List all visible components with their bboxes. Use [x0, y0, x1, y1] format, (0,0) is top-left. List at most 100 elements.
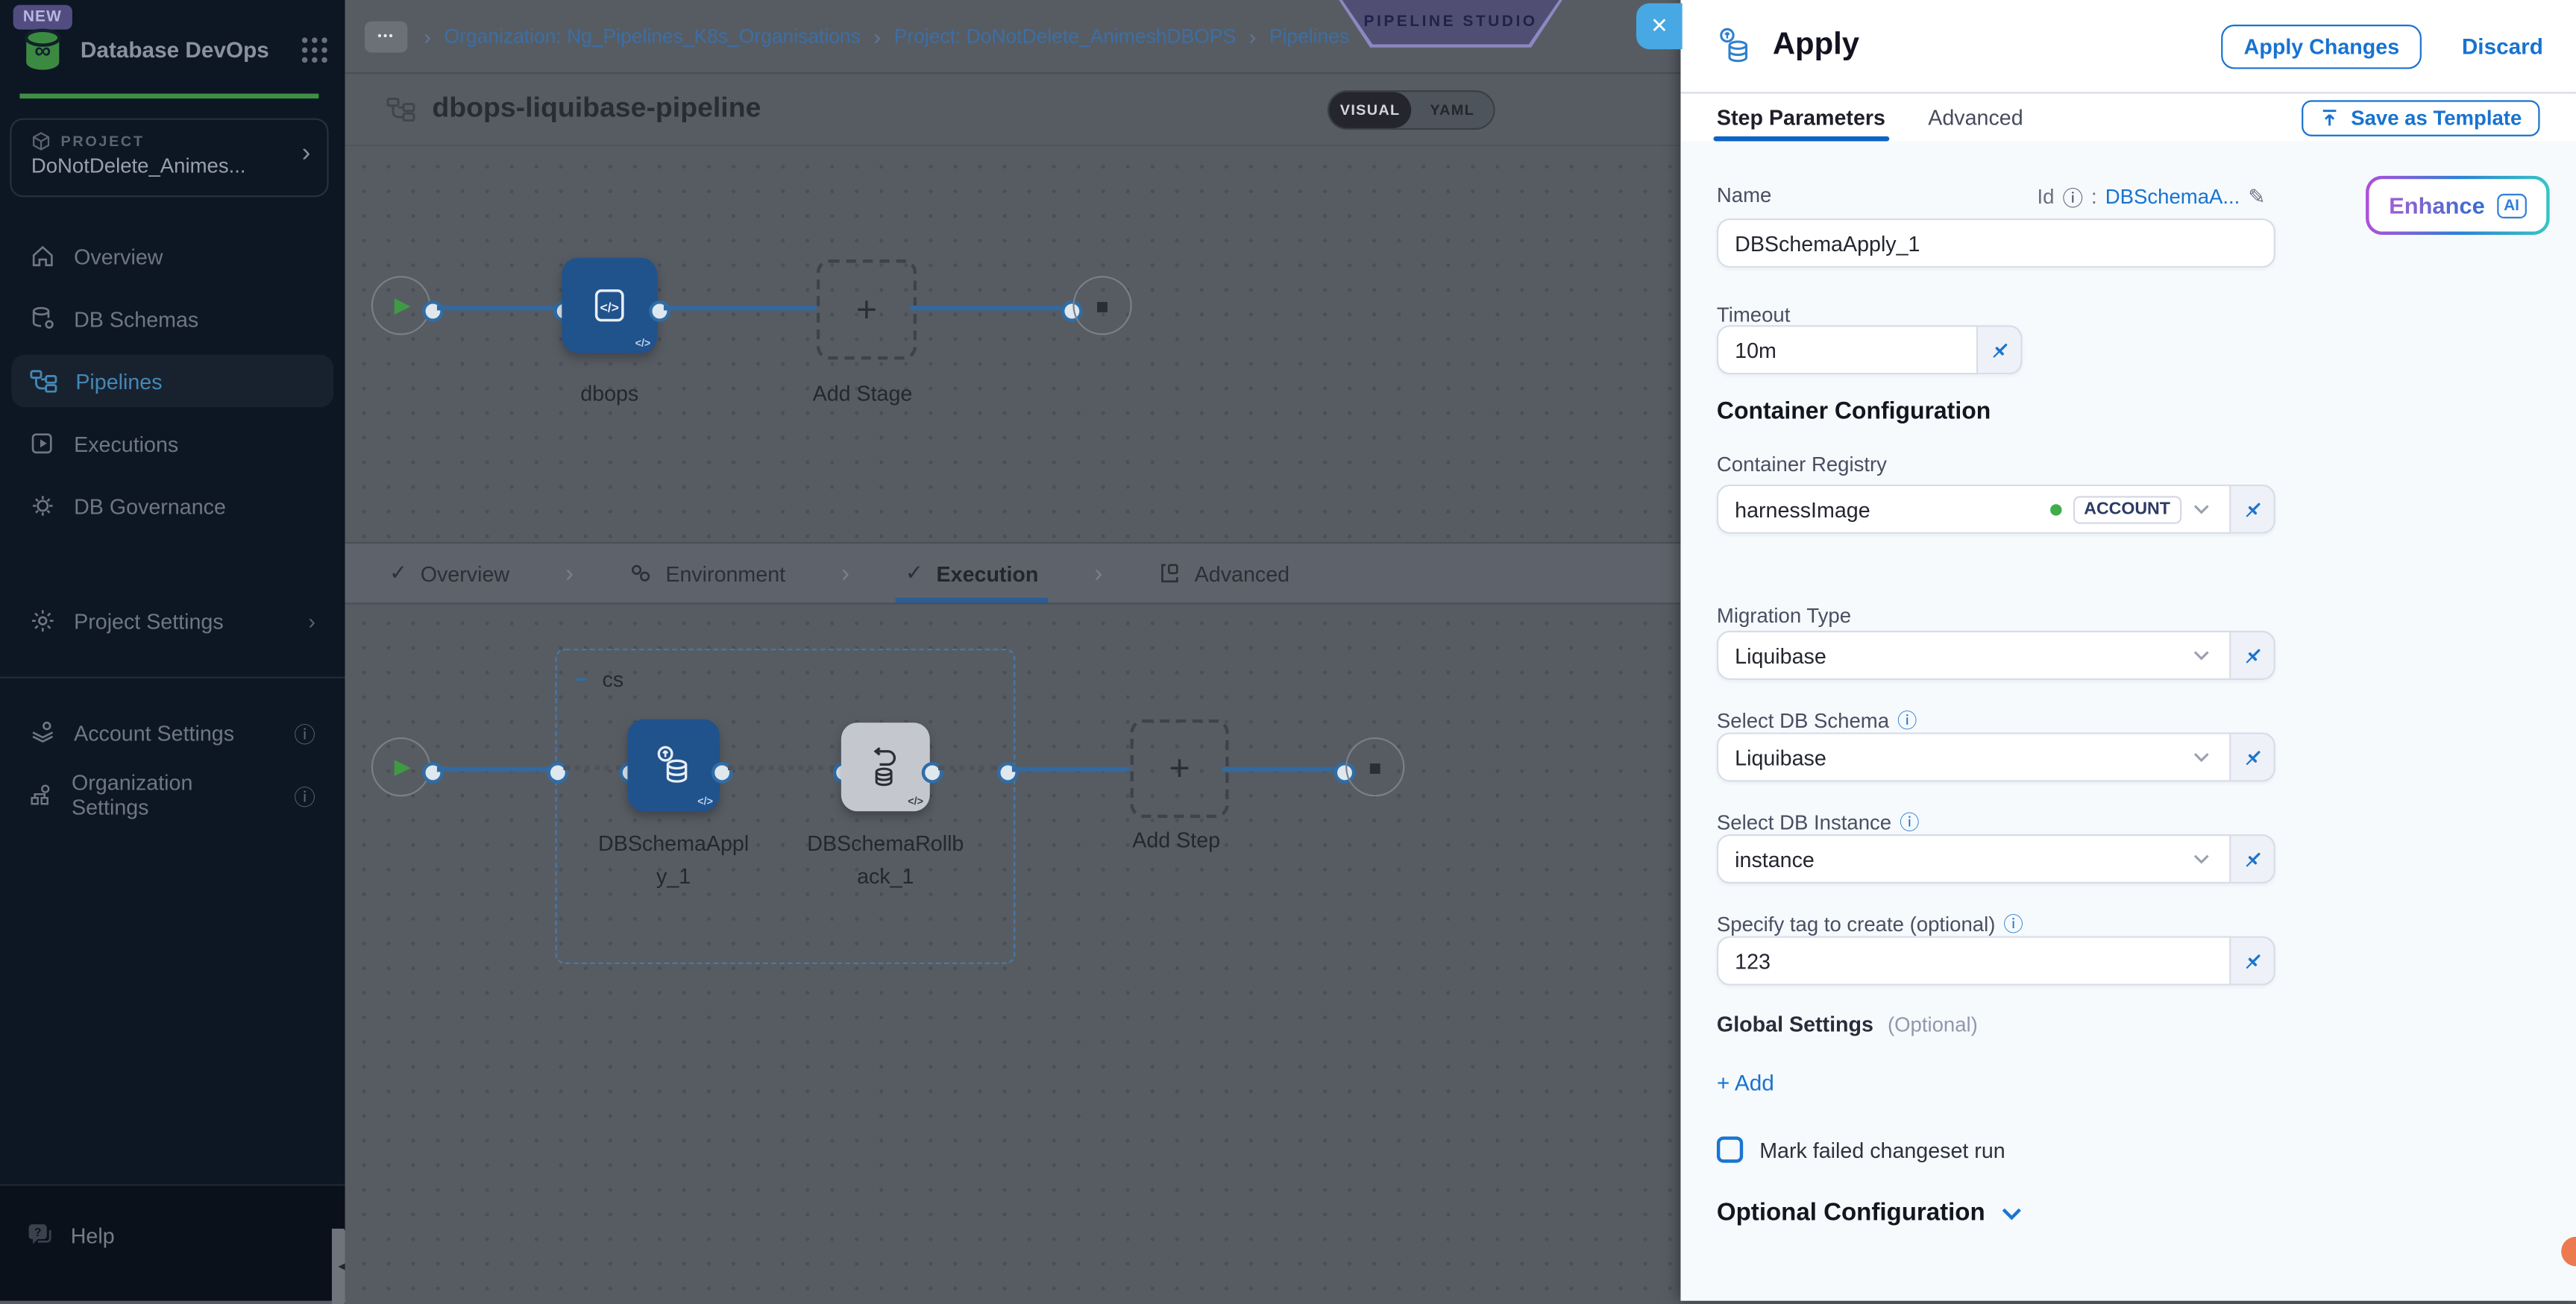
name-label: Name — [1716, 183, 1772, 207]
db-rollback-icon — [873, 747, 896, 787]
new-badge: NEW — [13, 4, 72, 30]
breadcrumb: › Organization: Ng_Pipelines_K8s_Organis… — [424, 24, 1349, 48]
tab-execution[interactable]: ✓ Execution — [895, 544, 1049, 603]
timeout-label: Timeout — [1716, 303, 1791, 327]
migration-type-label: Migration Type — [1716, 604, 1852, 628]
step-node-dbschemarollback[interactable]: </> — [841, 722, 930, 812]
project-eyebrow-label: PROJECT — [60, 133, 145, 150]
add-step-button[interactable]: + — [1130, 719, 1229, 818]
panel-tabs: Step Parameters Advanced Save as Templat… — [1680, 94, 2576, 142]
db-instance-select[interactable]: instance — [1716, 834, 2275, 884]
floating-helper-button[interactable] — [2561, 1236, 2576, 1267]
step-id-row: Id ⓘ : DBSchemaA... ✎ — [2037, 180, 2265, 212]
global-settings-label: Global Settings (Optional) — [1716, 1011, 1978, 1036]
connector-line — [663, 305, 817, 310]
name-input[interactable] — [1735, 230, 2258, 256]
connector-line — [436, 766, 556, 772]
step-id-value[interactable]: DBSchemaA... — [2105, 184, 2240, 208]
connector-line — [436, 305, 562, 310]
code-badge: </> — [635, 338, 651, 350]
sidebar-item-project-settings[interactable]: Project Settings › — [11, 594, 333, 646]
check-icon: ✓ — [905, 560, 923, 585]
tab-panel-advanced[interactable]: Advanced — [1928, 104, 2023, 130]
step-node-dbschemaapply[interactable]: </> — [627, 719, 720, 812]
stage-label[interactable]: dbops — [580, 381, 639, 406]
pin-button[interactable] — [2231, 732, 2275, 782]
sidebar-item-overview[interactable]: Overview — [11, 230, 333, 282]
pin-button[interactable] — [2231, 484, 2275, 534]
toggle-visual[interactable]: VISUAL — [1329, 92, 1412, 128]
product-title: Database DevOps — [80, 37, 269, 62]
help-button[interactable]: ? Help — [26, 1222, 345, 1248]
collapse-left-icon: ◀ — [338, 1261, 348, 1273]
tag-label: Specify tag to create (optional) ⓘ — [1717, 910, 2023, 937]
step-config-panel: Apply Apply Changes Discard Step Paramet… — [1680, 0, 2576, 1301]
sidebar-item-executions[interactable]: Executions — [11, 418, 333, 470]
enhance-ai-button[interactable]: Enhance AI — [2366, 176, 2549, 235]
tag-input[interactable] — [1735, 948, 2214, 974]
sidebar-item-organization-settings[interactable]: Organization Settings ⓘ — [11, 769, 333, 821]
save-as-template-button[interactable]: Save as Template — [2302, 99, 2540, 136]
migration-type-select[interactable]: Liquibase — [1716, 630, 2275, 680]
pin-button[interactable] — [2231, 630, 2275, 680]
project-selector[interactable]: PROJECT DoNotDelete_Animes... › — [10, 118, 329, 198]
governance-gear-icon — [33, 496, 53, 516]
step-label-dbschemaapply[interactable]: DBSchemaApply_1 — [598, 831, 750, 889]
connector-line — [910, 305, 1062, 310]
discard-button[interactable]: Discard — [2461, 34, 2543, 59]
breadcrumb-pipelines[interactable]: Pipelines — [1269, 25, 1350, 48]
stage-node-dbops[interactable]: </> </> — [562, 257, 658, 353]
tab-advanced[interactable]: Advanced — [1158, 544, 1289, 602]
cube-icon — [33, 132, 50, 151]
breadcrumb-organization[interactable]: Organization: Ng_Pipelines_K8s_Organisat… — [444, 25, 861, 48]
dotted-connector-line — [727, 764, 837, 770]
group-name[interactable]: cs — [602, 667, 624, 692]
db-schema-select[interactable]: Liquibase — [1716, 732, 2275, 782]
sidebar-nav-secondary: Account Settings ⓘ Organization Settings… — [11, 706, 333, 831]
edit-pencil-icon[interactable]: ✎ — [777, 94, 797, 121]
timeout-input[interactable] — [1735, 337, 1960, 362]
breadcrumb-ellipsis-button[interactable]: ••• — [365, 20, 408, 52]
mark-failed-checkbox[interactable] — [1716, 1136, 1744, 1163]
tab-environment[interactable]: Environment — [629, 544, 785, 602]
container-registry-field-group[interactable]: harnessImage ACCOUNT — [1716, 484, 2275, 534]
optional-configuration-toggle[interactable]: Optional Configuration — [1717, 1199, 2023, 1226]
sidebar-item-db-governance[interactable]: DB Governance — [11, 479, 333, 532]
mark-failed-changeset-row[interactable]: Mark failed changeset run — [1716, 1136, 2005, 1163]
plus-icon: + — [855, 288, 878, 330]
pipeline-studio-main: ••• › Organization: Ng_Pipelines_K8s_Org… — [345, 0, 1681, 1301]
pin-button[interactable] — [1978, 325, 2023, 375]
pin-button[interactable] — [2231, 936, 2275, 986]
close-panel-button[interactable]: ✕ — [1636, 3, 1683, 50]
info-icon: ⓘ — [1897, 709, 1917, 733]
collapse-group-icon[interactable]: − — [574, 667, 588, 692]
pin-icon — [2245, 851, 2260, 866]
sidebar-item-pipelines[interactable]: Pipelines — [11, 354, 334, 408]
add-step-label[interactable]: Add Step — [1132, 828, 1221, 853]
module-grid-icon[interactable] — [301, 35, 328, 63]
check-icon: ✓ — [389, 560, 408, 585]
tab-overview[interactable]: ✓ Overview — [389, 560, 510, 586]
breadcrumb-bar: ••• › Organization: Ng_Pipelines_K8s_Org… — [345, 0, 1681, 75]
visual-yaml-toggle[interactable]: VISUAL YAML — [1327, 90, 1495, 130]
add-stage-label[interactable]: Add Stage — [812, 381, 913, 406]
sidebar-item-account-settings[interactable]: Account Settings ⓘ — [11, 706, 333, 758]
sidebar-item-db-schemas[interactable]: DB Schemas — [11, 292, 333, 344]
toggle-yaml[interactable]: YAML — [1430, 101, 1475, 119]
breadcrumb-sep-icon: › — [1248, 23, 1257, 48]
tab-step-parameters[interactable]: Step Parameters — [1713, 94, 1888, 142]
chevron-down-icon — [2193, 854, 2209, 864]
pin-button[interactable] — [2231, 834, 2275, 884]
edit-id-pencil-icon[interactable]: ✎ — [2248, 185, 2266, 209]
ellipsis-icon: ••• — [377, 30, 395, 42]
stop-icon: ■ — [1096, 293, 1109, 318]
add-stage-button[interactable]: + — [816, 259, 917, 360]
add-global-setting-button[interactable]: + Add — [1716, 1071, 1774, 1096]
chevron-down-icon — [2002, 1207, 2022, 1220]
db-schema-label: Select DB Schema ⓘ — [1717, 706, 1917, 734]
optional-tag: (Optional) — [1887, 1013, 1978, 1036]
apply-changes-button[interactable]: Apply Changes — [2220, 23, 2422, 69]
breadcrumb-project[interactable]: Project: DoNotDelete_AnimeshDBOPS — [893, 25, 1237, 48]
step-label-dbschemarollback[interactable]: DBSchemaRollback_1 — [807, 831, 964, 889]
tag-field-group — [1716, 936, 2275, 986]
